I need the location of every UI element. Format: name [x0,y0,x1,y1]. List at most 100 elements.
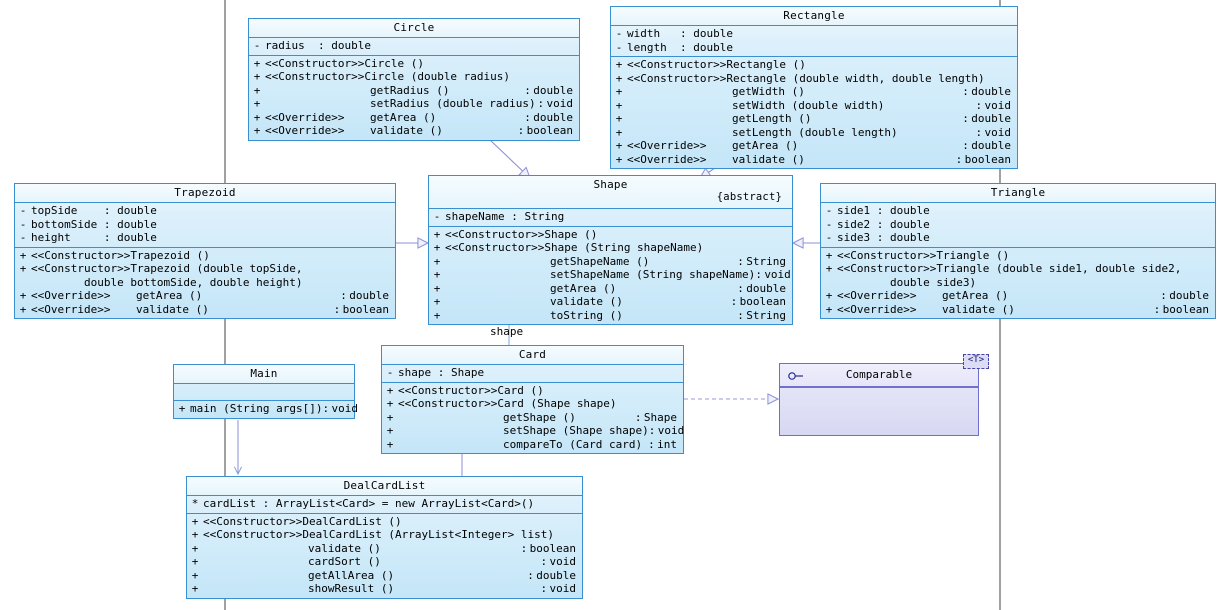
stereotype: <<Constructor>> [31,262,131,275]
operation: getShapeName () [550,254,650,268]
return-type: double [971,112,1011,125]
visibility: + [191,541,199,555]
attribute: side2 : double [837,217,930,231]
return-type: boolean [964,152,1011,166]
visibility: + [433,308,441,322]
attribute: width : double [627,27,733,40]
operation: getWidth () [732,85,805,98]
class-box-rectangle[interactable]: Rectangle -width : double -length : doub… [610,6,1018,169]
stereotype: <<Override>> [627,139,707,152]
visibility: - [19,217,27,231]
return-type: int [657,437,677,451]
colon: : [527,568,534,582]
colon: : [1160,289,1167,302]
visibility: + [825,262,833,275]
operation: compareTo (Card card) [503,437,643,451]
visibility: - [825,231,833,244]
class-box-circle[interactable]: Circle - radius : double +<<Constructor>… [248,18,580,141]
visibility: - [433,210,441,223]
operation: Trapezoid () [130,248,210,262]
visibility: + [386,424,394,437]
visibility: + [191,528,199,541]
interface-name-comparable: Comparable [780,364,978,386]
class-box-trapezoid[interactable]: Trapezoid -topSide : double -bottomSide … [14,183,396,319]
colon: : [524,83,531,97]
class-name-dealcardlist: DealCardList [187,477,582,495]
return-type: boolean [526,124,573,137]
operation: Trapezoid (double topSide, [130,262,303,275]
visibility: * [191,497,199,510]
attribute: topSide : double [31,204,157,217]
colon: : [962,139,969,152]
operation: setRadius (double radius) [370,97,536,110]
class-operations-dealcardlist: +<<Constructor>>DealCardList () +<<Const… [187,512,582,598]
attribute: shapeName : String [445,210,565,223]
operation: Triangle (double side1, double side2, [936,262,1182,275]
operation: Card () [497,383,544,397]
visibility: + [386,383,394,397]
stereotype: <<Constructor>> [837,248,937,262]
visibility: - [615,40,623,54]
visibility: + [386,437,394,451]
stereotype: <<Override>> [837,302,917,316]
stereotype: <<Constructor>> [398,397,498,410]
operation: Circle (double radius) [364,70,511,83]
visibility: + [178,402,186,415]
visibility: + [191,568,199,582]
return-type: void [331,402,358,415]
attribute: length : double [627,40,733,54]
class-box-main[interactable]: Main +main (String args[]):void [173,364,358,419]
visibility: - [825,217,833,231]
association-label-shape: shape [490,325,524,338]
colon: : [648,424,656,437]
return-type: boolean [739,295,786,308]
stereotype: <<Constructor>> [265,70,365,83]
colon: : [975,125,983,139]
visibility: + [191,514,199,528]
visibility: + [253,70,261,83]
operation: setWidth (double width) [732,98,885,112]
stereotype: <<Constructor>> [398,383,498,397]
colon: : [737,281,744,295]
class-operations-trapezoid: +<<Constructor>>Trapezoid () +<<Construc… [15,246,395,319]
class-box-card[interactable]: Card -shape : Shape +<<Constructor>>Card… [381,345,684,454]
operation: double bottomSide, double height) [31,275,303,289]
visibility: - [19,231,27,244]
colon: : [755,268,762,281]
colon: : [520,541,528,555]
attribute: side3 : double [837,231,930,244]
return-type: void [984,98,1012,112]
class-name-trapezoid: Trapezoid [15,184,395,202]
visibility: + [825,302,833,316]
interface-box-comparable[interactable]: Comparable [779,363,979,436]
stereotype: <<Constructor>> [627,71,727,85]
visibility: + [615,71,623,85]
colon: : [730,295,738,308]
class-box-triangle[interactable]: Triangle -side1 : double -side2 : double… [820,183,1216,319]
visibility: + [386,410,394,424]
interface-name-text: Comparable [845,368,913,381]
type-parameter-badge[interactable]: <T> [963,354,989,369]
class-box-dealcardlist[interactable]: DealCardList *cardList : ArrayList<Card>… [186,476,583,599]
colon: : [975,98,983,112]
visibility: + [191,555,199,568]
class-operations-triangle: +<<Constructor>>Triangle () +<<Construct… [821,246,1215,319]
colon: : [322,402,330,415]
stereotype: <<Constructor>> [203,514,303,528]
colon: : [537,97,545,110]
class-attributes-triangle: -side1 : double -side2 : double -side3 :… [821,202,1215,247]
visibility: + [433,281,441,295]
class-operations-circle: +<<Constructor>>Circle () +<<Constructor… [249,54,579,140]
operation: getAllArea () [308,568,395,582]
class-box-shape[interactable]: Shape {abstract} -shapeName : String +<<… [428,175,793,325]
attribute: side1 : double [837,204,930,217]
colon: : [737,254,744,268]
visibility: + [615,139,623,152]
operation: Triangle () [936,248,1010,262]
operation: validate () [550,295,623,308]
return-type: void [546,97,574,110]
colon: : [737,308,744,322]
return-type: void [764,268,791,281]
visibility: - [825,204,833,217]
colon: : [648,437,655,451]
